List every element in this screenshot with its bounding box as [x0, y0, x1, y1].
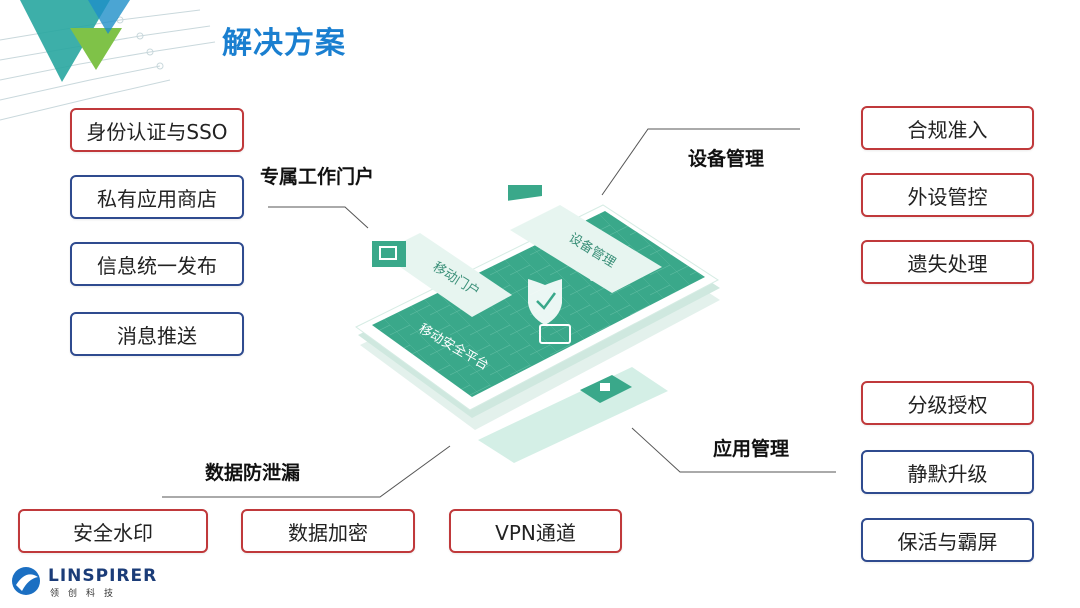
connector-app — [631, 427, 836, 473]
monitor-icon — [379, 246, 397, 260]
app-item-keepalive: 保活与霸屏 — [861, 518, 1034, 562]
page-title: 解决方案 — [222, 26, 346, 61]
connector-portal — [268, 206, 369, 229]
logo-subtitle: 领创科技 — [50, 589, 123, 599]
phone-illustration: 移动安全平台 ⚙ 设备管理 移动门户 — [355, 185, 720, 463]
gear-icon: ⚙ — [518, 203, 534, 224]
portal-item-sso: 身份认证与SSO — [70, 108, 244, 152]
heading-app: 应用管理 — [713, 438, 790, 460]
heading-device: 设备管理 — [688, 148, 765, 170]
shield-icon — [528, 279, 562, 325]
connector-data — [162, 445, 451, 498]
device-item-peripheral: 外设管控 — [861, 173, 1034, 217]
app-item-silent-upgrade: 静默升级 — [861, 450, 1034, 494]
device-item-lost: 遗失处理 — [861, 240, 1034, 284]
portal-item-info-publish: 信息统一发布 — [70, 242, 244, 286]
logo-name: LINSPIRER — [48, 566, 158, 586]
data-item-vpn: VPN通道 — [449, 509, 622, 553]
portal-item-push: 消息推送 — [70, 312, 244, 356]
heading-data: 数据防泄漏 — [205, 462, 301, 484]
heading-portal: 专属工作门户 — [260, 166, 375, 188]
portal-icon-bg — [372, 241, 406, 267]
gear-icon-bg — [508, 185, 542, 201]
logo-icon — [12, 567, 40, 595]
portal-item-app-store: 私有应用商店 — [70, 175, 244, 219]
corner-decoration — [0, 0, 216, 121]
device-item-compliance: 合规准入 — [861, 106, 1034, 150]
data-item-watermark: 安全水印 — [18, 509, 208, 553]
screen-small-icon — [539, 324, 571, 344]
connector-device — [601, 128, 800, 196]
data-item-encryption: 数据加密 — [241, 509, 415, 553]
app-item-authorization: 分级授权 — [861, 381, 1034, 425]
